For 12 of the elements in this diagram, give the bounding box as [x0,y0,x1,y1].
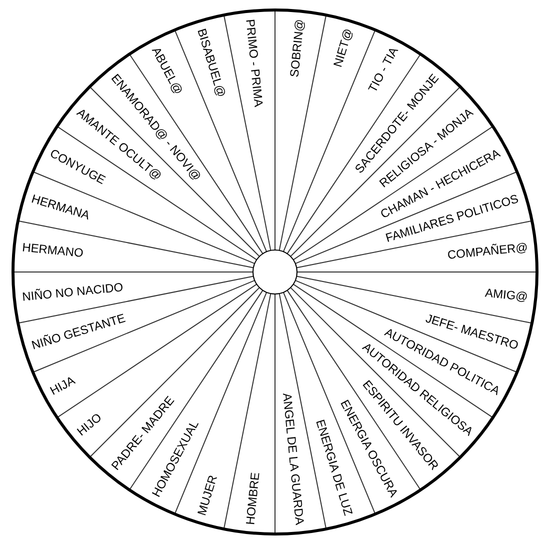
segment-label: NIÑO NO NACIDO [22,280,124,304]
segment-label: TIO - TIA [365,44,401,95]
segment-label: AMIG@ [484,286,528,304]
segment-label: HERMANO [22,240,84,260]
segment-label: PRIMO - PRIMA [243,18,266,108]
segment-label: SOBRIN@ [287,18,307,78]
segment-label: COMPAÑER@ [446,240,528,262]
segment-label: HOMBRE [243,472,262,526]
segment-label: HIJA [48,373,78,398]
segment-label: NIET@ [330,26,356,69]
segment-label: MUJER [194,473,220,518]
segment-label: ANGEL DE LA GUARDA [280,392,307,526]
